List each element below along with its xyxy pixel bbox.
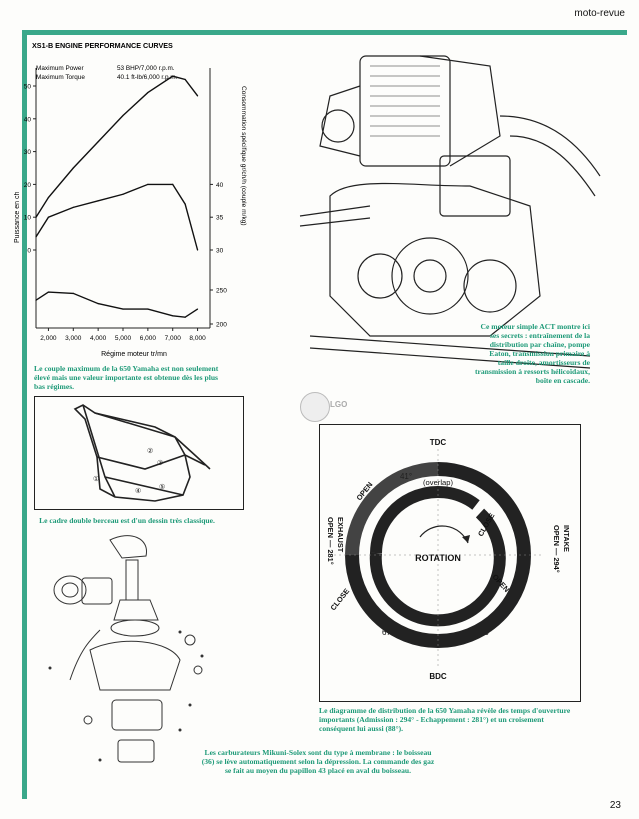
series-1-point: [184, 203, 186, 205]
frame-label-2: ②: [147, 447, 153, 455]
series-0-point: [35, 216, 37, 218]
right-tick-label: 30: [216, 248, 224, 255]
timing-caption: Le diagramme de distribution de la 650 Y…: [319, 706, 571, 733]
series-line-2: [35, 291, 198, 318]
frame-label-3: ③: [157, 459, 163, 467]
frame-label-1: ①: [93, 475, 99, 483]
chart-lines: [35, 75, 199, 318]
x-tick-label: 8,000: [189, 335, 206, 342]
chart-axes: 50 40 30 20 10 0 40 35 30 250 200 2,000 3,000 4,000 5,…: [24, 68, 227, 342]
series-0-point: [47, 196, 50, 199]
torque-caption: Le couple maximum de la 650 Yamaha est n…: [34, 364, 219, 391]
left-tick-label: 0: [27, 248, 31, 255]
carburetor-exploded-view: [48, 535, 204, 763]
right-tick-label: 250: [216, 288, 227, 295]
series-1-point: [97, 200, 99, 202]
series-2-point: [184, 316, 186, 318]
series-0-point: [184, 78, 186, 81]
series-2-point: [72, 292, 74, 294]
rotation-arrow: [419, 525, 469, 544]
lgo-logo: [300, 392, 330, 422]
series-1-point: [35, 236, 37, 238]
intake-side-label: INTAKE: [562, 525, 571, 552]
left-tick-label: 30: [24, 149, 32, 156]
series-2-point: [196, 308, 199, 310]
timing-diagram-box: TDC BDC (overlap) 41° 41° 67° 60° ROTATI…: [319, 424, 581, 702]
outer-arc-top: [345, 462, 439, 556]
x-tick-label: 3,000: [65, 335, 82, 342]
outer-arc-intake: [345, 462, 531, 648]
series-2-point: [97, 303, 99, 305]
series-0-point: [122, 114, 124, 117]
series-line-1: [35, 183, 199, 251]
y-axis-left-title: Puissance en ch: [14, 192, 21, 243]
max-torque-value: 40.1 ft-lb/6,000 r.p.m.: [117, 74, 178, 81]
series-0-point: [72, 167, 74, 169]
chart-title: XS1-B ENGINE PERFORMANCE CURVES: [32, 41, 173, 50]
series-0-point: [97, 141, 99, 143]
series-1-point: [147, 183, 149, 185]
series-0-point: [147, 91, 149, 94]
series-0-point: [196, 95, 199, 97]
x-tick-label: 2,000: [40, 335, 57, 342]
series-1-point: [47, 216, 50, 218]
frame-drawing: ① ② ③ ④ ⑤: [73, 404, 211, 502]
exhaust-close-label: CLOSE: [328, 587, 351, 613]
series-2-point: [47, 291, 50, 293]
left-tick-label: 50: [24, 84, 32, 91]
page-frame: [22, 30, 627, 799]
left-tick-label: 20: [24, 182, 32, 189]
series-1-point: [72, 206, 74, 208]
overlap-label: (overlap): [423, 478, 453, 487]
series-2-point: [147, 308, 149, 310]
series-2-point: [122, 308, 124, 310]
page-number: 23: [609, 800, 621, 811]
tdc-label: TDC: [430, 438, 447, 447]
magazine-header: moto-revue: [574, 8, 625, 19]
engine-cutaway-drawing: [299, 55, 601, 369]
intake-side-label-2: OPEN — 294°: [552, 525, 561, 573]
rotation-label: ROTATION: [415, 553, 461, 563]
right-tick-label: 35: [216, 215, 224, 222]
logo-text: LGO: [330, 400, 348, 409]
frame-label-5: ⑤: [159, 483, 165, 491]
x-axis-title: Régime moteur tr/mn: [101, 351, 167, 358]
frame-label-4: ④: [135, 487, 141, 495]
engine-caption: Ce moteur simple ACT montre ici ses secr…: [474, 322, 590, 385]
exhaust-side-label-2: OPEN — 281°: [326, 517, 335, 565]
series-1-point: [196, 249, 199, 251]
left-tick-label: 10: [24, 215, 32, 222]
left-tick-label: 40: [24, 116, 32, 123]
bdc-label: BDC: [429, 672, 447, 681]
frame-figure: ① ② ③ ④ ⑤: [34, 396, 244, 510]
inner-arc-link: [370, 486, 480, 554]
performance-chart: XS1-B ENGINE PERFORMANCE CURVES Maximum …: [14, 41, 227, 358]
right-axis-title: Consommation spécifique gr/ch/h (couple …: [240, 86, 247, 226]
x-tick-label: 5,000: [115, 335, 132, 342]
series-1-point: [172, 183, 174, 185]
frame-caption: Le cadre double berceau est d'un dessin …: [39, 516, 215, 525]
inner-arc-exhaust: [369, 508, 506, 627]
right-tick-label: 200: [216, 322, 227, 329]
svg-text:Consommation spécifique gr/ch/: Consommation spécifique gr/ch/h (couple …: [240, 86, 247, 226]
series-0-point: [172, 75, 174, 77]
x-tick-label: 6,000: [140, 335, 157, 342]
exhaust-side-label: EXHAUST: [336, 517, 345, 553]
x-tick-label: 4,000: [90, 335, 107, 342]
max-power-label: Maximum Power: [36, 65, 84, 72]
max-torque-label: Maximum Torque: [36, 74, 85, 81]
right-tick-label: 40: [216, 182, 224, 189]
series-2-point: [35, 299, 37, 301]
carburetor-caption: Les carburateurs Mikuni-Solex sont du ty…: [201, 748, 435, 775]
valve-timing-diagram: TDC BDC (overlap) 41° 41° 67° 60° ROTATI…: [326, 438, 571, 681]
x-tick-label: 7,000: [165, 335, 182, 342]
series-2-point: [172, 315, 174, 317]
max-power-value: 53 BHP/7,000 r.p.m.: [117, 65, 175, 72]
series-1-point: [122, 193, 124, 195]
